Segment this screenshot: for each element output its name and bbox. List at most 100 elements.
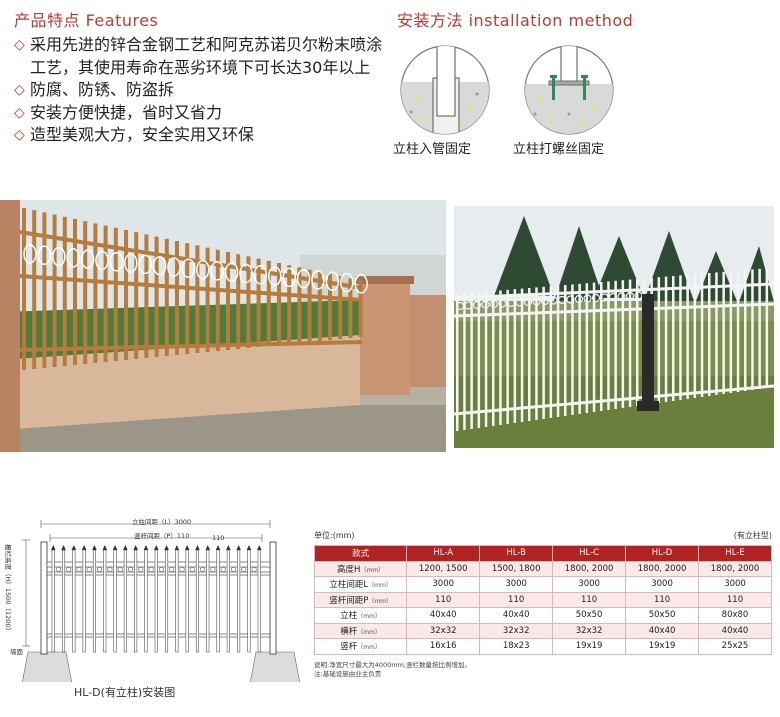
drawing-picket (113, 549, 117, 653)
table-cell: 3000 (698, 576, 772, 593)
fence-rail (19, 340, 363, 352)
fence-ring (340, 272, 354, 293)
table-cell: 40x40 (406, 607, 481, 624)
fence-bar (499, 290, 502, 425)
table-cell: 50x50 (625, 607, 700, 624)
drawing-picket (154, 549, 158, 653)
drawing-picket (226, 549, 230, 653)
drawing-ring (210, 566, 216, 573)
row-label: 竖杆（mm） (313, 638, 408, 655)
drawing-spear (133, 545, 138, 550)
fence-ring (498, 299, 507, 308)
feature-item: ◇ 采用先进的锌合金钢工艺和阿克苏诺贝尔粉末喷涂工艺，其使用寿命在恶劣环境下可长… (14, 34, 384, 79)
drawing-picket (82, 549, 86, 653)
dim-l-label: 立柱间距（L）3000 (132, 518, 192, 526)
fence-ring (52, 246, 66, 267)
fence-ring (489, 299, 499, 309)
fence-bar (185, 243, 190, 354)
fence-bar (614, 280, 617, 409)
fence-bar (657, 277, 661, 403)
fence-bar (93, 223, 98, 363)
fence-bar (542, 286, 545, 419)
table-cell: 19x19 (625, 638, 700, 655)
height-label: 栅栏高度（H）1500（1200） (3, 544, 12, 634)
table-cell: 80x80 (698, 607, 772, 624)
drawing-ring (127, 566, 134, 573)
fence-ring (540, 296, 550, 306)
fence-bar (600, 282, 603, 411)
table-header-row: 款式 HL-A HL-B HL-C HL-D HL-E (313, 545, 772, 562)
fence-bars (454, 268, 774, 431)
header-model: HL-A (406, 545, 481, 562)
photo-brown-fence (0, 200, 446, 452)
fence-bar (715, 272, 718, 395)
fence-bar (277, 263, 281, 345)
feature-text: 防腐、防锈、防盗拆 (30, 80, 175, 99)
fence-bar (256, 258, 261, 347)
fence-bar (52, 214, 57, 367)
fence-bar (215, 249, 220, 351)
fence-bar (607, 281, 610, 410)
table-cell: 19x19 (552, 638, 627, 655)
fence-ring (138, 254, 152, 275)
drawing-picket (185, 549, 189, 653)
fence-ring (506, 298, 516, 308)
note-line: 说明:净宽尺寸最大为4000mm,竖栏数量按比例增加。 (314, 660, 471, 669)
fence-ring (167, 257, 181, 277)
fence-bar (205, 247, 210, 352)
drawing-spear (184, 545, 190, 550)
install-figures: 立柱入管固定 立柱打螺丝固定 (393, 32, 772, 187)
fence-ring (95, 250, 109, 271)
drawing-spear (123, 545, 128, 550)
fence-bar (226, 252, 230, 350)
fence-ring (617, 292, 626, 301)
fence-bar (236, 254, 241, 349)
fence-bar (134, 232, 139, 359)
fence-bar (266, 260, 271, 346)
fence-drawing (21, 520, 301, 685)
fence-bar (297, 267, 302, 343)
ground-label: 墙面 (10, 648, 23, 656)
fence-bar (287, 265, 292, 344)
fence-ring (224, 262, 239, 282)
drawing-spear (71, 545, 77, 550)
drawing-ring (138, 566, 144, 573)
drawing-spear (236, 545, 241, 550)
drawing-picket (237, 549, 241, 653)
fence-ring (464, 301, 473, 310)
spec-header: 单位:(mm) (有立柱型) (314, 530, 772, 541)
fence-bar (528, 288, 531, 421)
table-cell: 32x32 (552, 622, 627, 639)
table-row: 横杆（mm） 32x32 32x32 32x32 40x40 40x40 (313, 622, 772, 639)
fence-ring (152, 255, 167, 276)
fence-ring (66, 248, 80, 268)
drawing-picket (257, 549, 261, 653)
drawing-spear (215, 545, 221, 550)
fence-rail (454, 282, 774, 300)
fence-ring (354, 274, 368, 294)
row-label: 立柱间距L（mm） (313, 576, 408, 593)
post-sleeve-icon (400, 45, 490, 135)
row-label: 横杆（mm） (313, 622, 408, 639)
fence-ring (239, 263, 253, 284)
install-method-sleeve: 立柱入管固定 (393, 44, 491, 157)
table-cell: 25x25 (698, 638, 772, 655)
fence-ring (574, 294, 584, 304)
fence-ring (608, 292, 618, 302)
fence-bar (246, 256, 251, 348)
table-cell: 110 (698, 591, 772, 608)
fence-bar (307, 269, 312, 342)
fence-ring (591, 293, 601, 303)
drawing-ring (158, 566, 164, 573)
unit-label: 单位:(mm) (314, 531, 355, 540)
drawing-spear (102, 545, 107, 550)
table-cell: 1800, 2000 (625, 560, 700, 577)
fence-bar (32, 210, 37, 369)
fence-bar (358, 280, 363, 337)
drawing-ring (76, 566, 82, 573)
fence-ring (549, 296, 558, 305)
fence-bar (124, 230, 128, 360)
fence-bar (700, 273, 704, 397)
fence-bar (636, 279, 639, 406)
feature-text: 安装方便快捷，省时又省力 (30, 102, 223, 122)
